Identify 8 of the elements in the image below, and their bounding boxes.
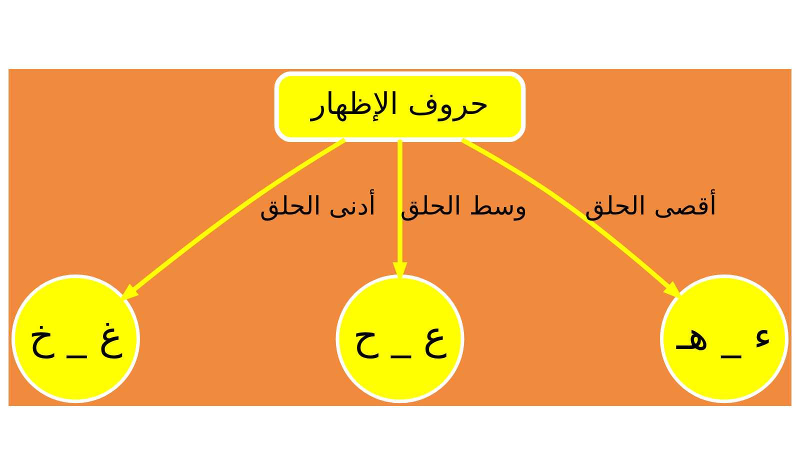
arrow: [118, 138, 346, 302]
node-circle: ع _ ح: [336, 274, 464, 404]
edge-label: أقصى الحلق: [584, 191, 717, 222]
node-circle: ء _ هـ: [660, 274, 789, 404]
node-box: حروف الإظهار: [274, 71, 526, 142]
edge-label: وسط الحلق: [400, 191, 528, 222]
arrow: [460, 138, 684, 300]
edge-label: أدنى الحلق: [260, 191, 376, 222]
